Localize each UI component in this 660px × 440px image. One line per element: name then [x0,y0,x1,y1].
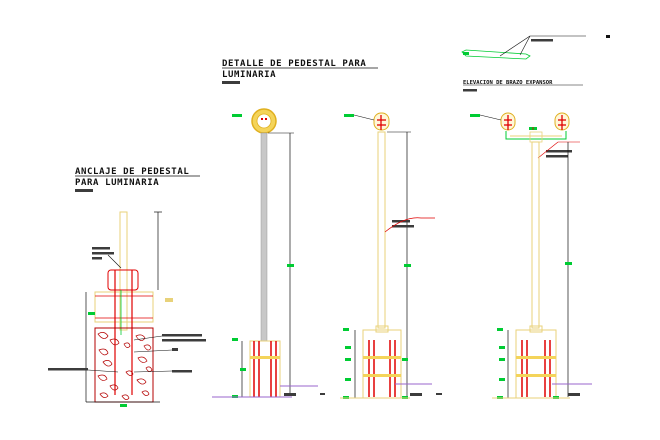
expansor-arm [505,131,567,140]
anclaje-callout-top [92,247,110,250]
detalle-title-block: DETALLE DE PEDESTAL PARA LUMINARIA [222,59,378,84]
pole-3 [531,141,540,329]
detalle-title-line1: DETALLE DE PEDESTAL PARA [222,59,366,69]
pedestal-elevation-3 [470,112,592,399]
anclaje-title-line1: ANCLAJE DE PEDESTAL [75,167,189,177]
detalle-scale-label [222,81,240,84]
pedestal-elevation-2 [340,112,442,399]
anclaje-base-top [107,269,139,291]
anclaje-pole [119,211,128,331]
anclaje-title-line2: PARA LUMINARIA [75,178,159,188]
brazo-expansor-detail: ELEVACION DE BRAZO EXPANSOR [461,35,610,92]
anclaje-detail: ANCLAJE DE PEDESTAL PARA LUMINARIA [48,167,206,407]
anclaje-base-plate [94,291,154,323]
metal-pole [260,132,268,342]
anclaje-callout-left [48,368,88,371]
detalle-title-line2: LUMINARIA [222,70,276,80]
pole-2-callout [392,220,410,223]
expansor-arm-sketch [461,49,531,60]
base-2-level-markers [343,328,408,399]
elevacion-title: ELEVACION DE BRAZO EXPANSOR [463,80,553,86]
pedestal-elevation-1 [212,108,325,398]
anclaje-level-markers [88,312,127,407]
anclaje-dimension-marker [165,298,173,302]
expansor-callout [546,150,572,153]
anclaje-scale-label [75,189,93,192]
anclaje-callout-right [162,334,202,337]
pole-2 [377,131,386,329]
anclaje-rock-texture [97,332,153,400]
